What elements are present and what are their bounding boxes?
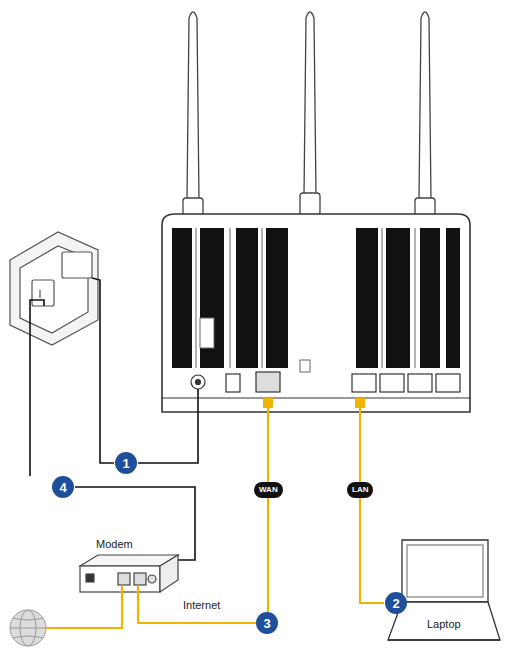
port-tag: WAN bbox=[254, 482, 283, 498]
callout-number: 4 bbox=[52, 476, 74, 498]
callout-number: 3 bbox=[256, 612, 278, 634]
device-label: Modem bbox=[94, 538, 135, 551]
callout-number: 2 bbox=[385, 592, 407, 614]
device-label: Laptop bbox=[425, 618, 463, 631]
port-tag: LAN bbox=[347, 482, 373, 498]
callout-number: 1 bbox=[115, 452, 137, 474]
cable-label: Internet bbox=[181, 599, 222, 612]
